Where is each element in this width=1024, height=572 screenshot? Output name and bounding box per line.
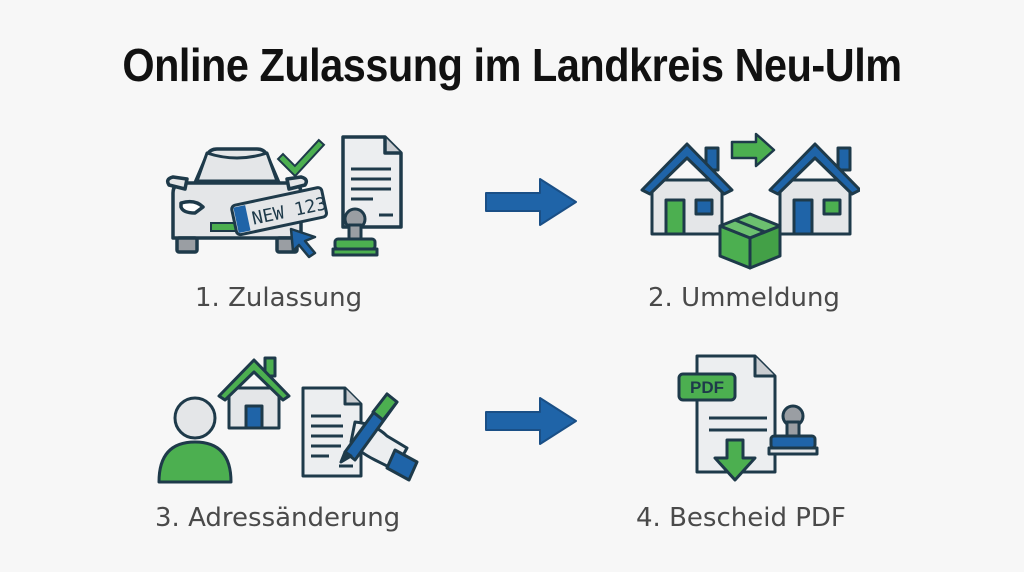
address-change-icon (157, 356, 419, 484)
house-move-icon (640, 132, 860, 270)
arrow-right-icon (485, 178, 577, 226)
arrow-right-icon (485, 397, 577, 445)
pdf-badge-text: PDF (690, 378, 724, 397)
step-label-adressaenderung: 3. Adressänderung (155, 503, 401, 533)
page-title: Online Zulassung im Landkreis Neu-Ulm (122, 39, 902, 91)
step-label-zulassung: 1. Zulassung (195, 283, 363, 313)
step-label-ummeldung: 2. Ummeldung (648, 283, 840, 313)
pdf-notice-icon: PDF (677, 354, 819, 482)
step-label-bescheid-pdf: 4. Bescheid PDF (636, 503, 846, 533)
car-registration-icon: NEW 123 (165, 135, 403, 259)
